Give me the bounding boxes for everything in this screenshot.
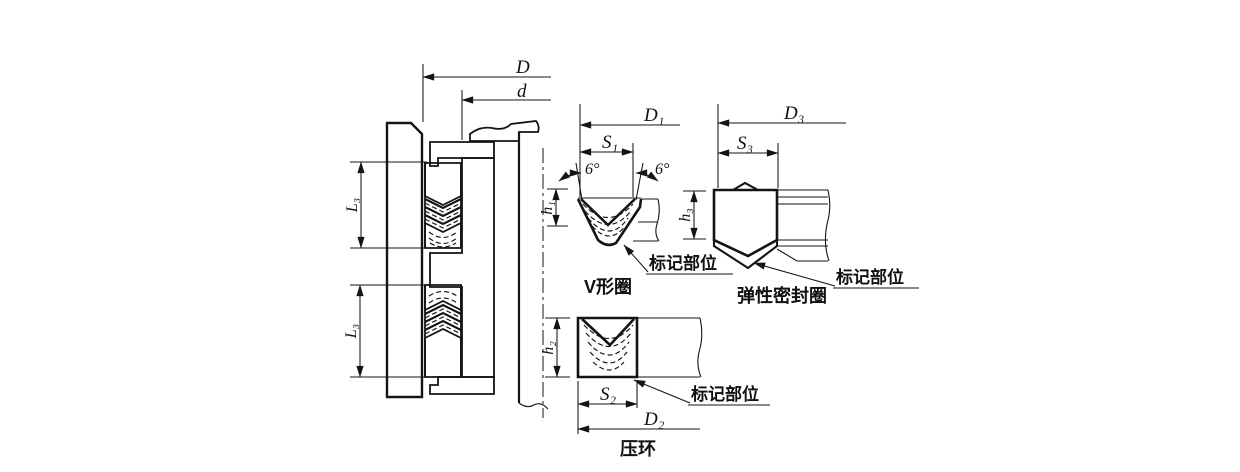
dim-S2-label: S₂ <box>600 384 617 405</box>
dim-L3-lower-label: L₃ <box>343 324 360 339</box>
gland-top <box>429 141 495 167</box>
assembly-section-view: D d L₃ L₃ <box>343 57 551 418</box>
upper-elastic-ring <box>424 162 462 207</box>
dim-L3-upper-label: L₃ <box>344 198 361 213</box>
upper-vring-texture <box>424 210 462 221</box>
lower-elastic-ring <box>424 327 462 378</box>
pressure-ring-texture <box>587 341 630 356</box>
dim-d: d <box>461 81 551 140</box>
flank-construction-right <box>635 162 644 201</box>
dim-h1: h₁ <box>539 188 568 227</box>
dim-L3-upper: L₃ <box>344 161 427 249</box>
v-ring-outline <box>576 198 643 247</box>
pressure-ring-groove <box>581 318 635 347</box>
dim-D: D <box>422 57 551 122</box>
dim-h1-label: h₁ <box>539 201 556 215</box>
dim-h2-label: h₂ <box>540 341 557 355</box>
dim-h3: h₃ <box>677 190 706 240</box>
v-ring-texture <box>582 203 634 218</box>
dim-S1-label: S₁ <box>602 132 618 153</box>
pressure-ring-mark-label: 标记部位 <box>691 384 759 404</box>
v-ring-caption: V形圈 <box>584 277 632 297</box>
rod-flange <box>469 120 540 142</box>
rod-bottom-break <box>518 402 549 410</box>
lower-vring-texture <box>424 316 462 327</box>
dim-D-label: D <box>515 57 530 78</box>
mark-leader <box>623 244 649 273</box>
dim-D3-label: D₃ <box>783 103 804 124</box>
elastic-ring-mark-label: 标记部位 <box>836 267 904 287</box>
upper-pressure-texture <box>428 231 458 239</box>
lower-vring-3 <box>424 319 462 331</box>
lower-vring-texture <box>424 324 462 335</box>
lower-pressure-texture <box>428 297 458 304</box>
v-ring-mark-label: 标记部位 <box>649 253 717 273</box>
housing-block <box>429 157 495 378</box>
elastic-ring-top-notch <box>729 181 759 192</box>
dim-h2: h₂ <box>540 317 570 378</box>
elastic-ring-adjacent-parts <box>776 189 831 262</box>
lower-pressure-ring <box>424 284 462 312</box>
pressure-ring-texture <box>583 324 634 339</box>
upper-seal-stack <box>424 162 462 249</box>
elastic-ring-tip <box>712 238 779 270</box>
lower-vring-1 <box>424 303 462 315</box>
mark-leader <box>753 262 836 287</box>
upper-vring-3 <box>424 214 462 226</box>
elastic-seal-detail: D₃ S₃ h₃ 标记部位 弹性密封圈 <box>677 103 919 306</box>
upper-vring-texture <box>424 202 462 213</box>
upper-pressure-ring <box>424 221 462 249</box>
upper-vring-1 <box>424 198 462 210</box>
v-ring-texture <box>591 225 626 237</box>
dim-S3-label: S₃ <box>737 133 753 154</box>
upper-vring-2 <box>424 206 462 218</box>
pressure-ring-texture <box>585 332 632 348</box>
pressure-ring-detail: h₂ S₂ D₂ 标记部位 压环 <box>540 316 770 459</box>
angle-left-label: 6° <box>585 161 600 178</box>
dim-D2-label: D₂ <box>643 409 665 430</box>
lower-seal-stack <box>424 284 462 378</box>
upper-pressure-texture <box>429 242 457 248</box>
pressure-ring-adjacent-parts <box>637 317 703 378</box>
angle-arc-left <box>558 169 582 182</box>
flank-construction-left <box>575 162 583 201</box>
upper-vring-texture <box>424 218 462 229</box>
lower-vring-texture <box>424 308 462 319</box>
lower-vring-2 <box>424 311 462 323</box>
v-ring-detail: D₁ S₁ 6° 6° h₁ <box>539 104 733 297</box>
lower-pressure-texture <box>428 290 458 297</box>
outer-wall <box>385 121 424 399</box>
v-ring-texture <box>584 210 632 226</box>
angle-right-label: 6° <box>655 161 670 178</box>
v-ring-adjacent-parts <box>633 198 660 242</box>
dim-d-label: d <box>517 81 527 102</box>
mark-leader <box>633 379 691 404</box>
dim-h3-label: h₃ <box>677 208 694 222</box>
pressure-ring-texture <box>589 351 628 364</box>
v-ring-texture <box>587 217 629 232</box>
pressure-ring-caption: 压环 <box>620 439 656 459</box>
angle-arc-right <box>635 169 659 182</box>
upper-pressure-texture <box>428 237 458 245</box>
gland-bottom <box>429 376 495 395</box>
dim-D1-label: D₁ <box>643 105 664 126</box>
pressure-ring-texture <box>592 361 625 371</box>
dim-L3-lower: L₃ <box>343 284 427 378</box>
elastic-ring-caption: 弹性密封圈 <box>737 285 827 306</box>
